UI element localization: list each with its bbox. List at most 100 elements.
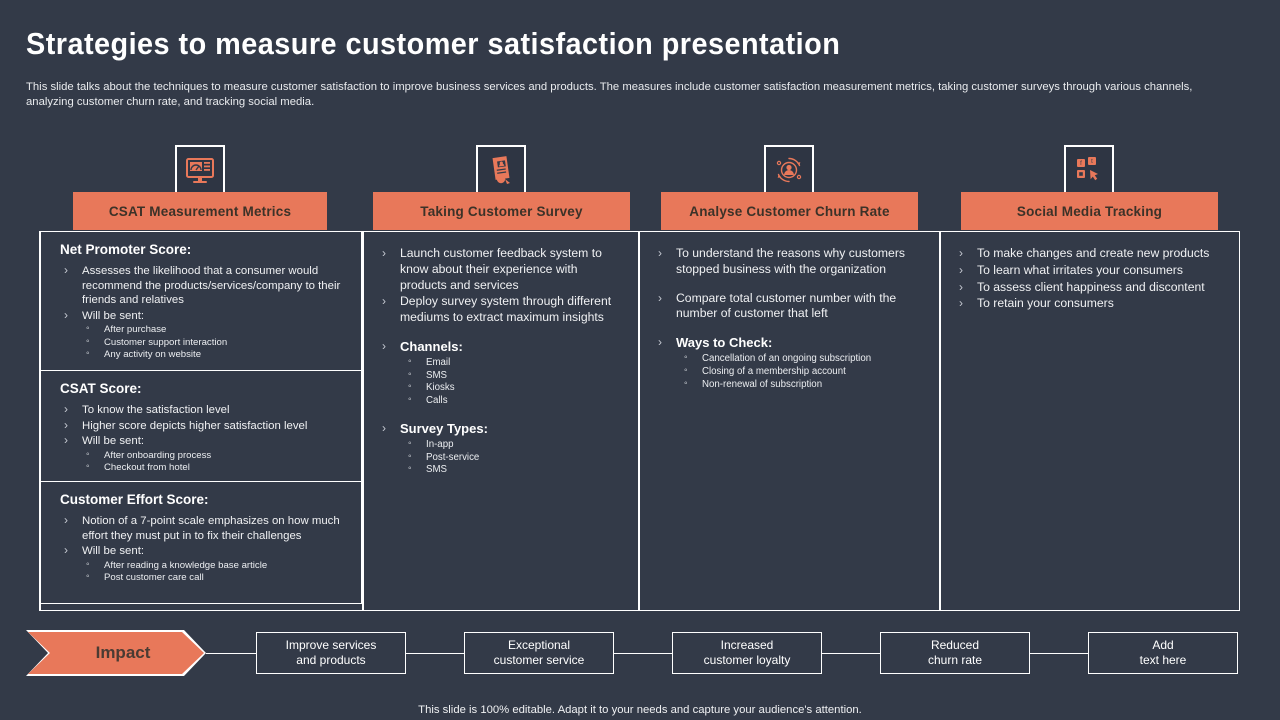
impact-arrow: Impact (26, 630, 206, 676)
column-header-label: CSAT Measurement Metrics (108, 203, 292, 219)
footer-note: This slide is 100% editable. Adapt it to… (418, 704, 862, 716)
bullet-group: To make changes and create new products … (953, 246, 1226, 312)
list-item: To know the satisfaction level (60, 402, 353, 418)
dashboard-monitor-icon (184, 154, 216, 186)
column-header-social[interactable]: Social Media Tracking (961, 192, 1218, 230)
impact-item-line1: Improve services (285, 637, 377, 652)
subsection-title: Channels: (400, 338, 463, 354)
list-item: Customer support interaction (82, 336, 353, 349)
column-header-csat[interactable]: CSAT Measurement Metrics (73, 192, 327, 230)
list-item: After reading a knowledge base article (82, 559, 353, 572)
grid-divider (638, 232, 640, 610)
section-net-promoter-score: Net Promoter Score: Assesses the likelih… (39, 232, 362, 371)
list-item: Any activity on website (82, 348, 353, 361)
section-title: Customer Effort Score: (60, 492, 209, 507)
bullet-group: Survey Types: In-app Post-service SMS (376, 421, 626, 477)
impact-item-line2: text here (1139, 653, 1187, 667)
column-churn: To understand the reasons why customers … (638, 232, 939, 612)
icon-tile-social: f t (1064, 145, 1114, 195)
impact-item-3[interactable]: Increased customer loyalty (672, 632, 822, 674)
column-social: To make changes and create new products … (939, 232, 1238, 612)
list-item: In-app (400, 438, 626, 452)
list-item: To understand the reasons why customers … (652, 246, 927, 278)
bullet-group: Launch customer feedback system to know … (376, 246, 626, 326)
grid-divider (362, 232, 364, 610)
column-header-survey[interactable]: Taking Customer Survey (373, 192, 630, 230)
impact-connector (406, 653, 464, 655)
page-subtitle: This slide talks about the techniques to… (26, 81, 1193, 108)
bullet-group: Ways to Check: Cancellation of an ongoin… (652, 335, 927, 391)
list-item: After purchase (82, 323, 353, 336)
content-grid: Net Promoter Score: Assesses the likelih… (39, 231, 1240, 611)
subsection-title: Survey Types: (400, 420, 488, 436)
section-title: Net Promoter Score: (60, 242, 192, 257)
list-item: Checkout from hotel (82, 461, 353, 474)
list-item: SMS (400, 369, 626, 383)
page-title: Strategies to measure customer satisfact… (26, 26, 841, 61)
impact-connector (822, 653, 880, 655)
list-item: Deploy survey system through different m… (376, 294, 626, 326)
section-customer-effort-score: Customer Effort Score: Notion of a 7-poi… (39, 482, 362, 604)
list-item: After onboarding process (82, 449, 353, 462)
impact-label: Impact (95, 643, 151, 662)
list-item: SMS (400, 463, 626, 477)
impact-item-4[interactable]: Reduced churn rate (880, 632, 1030, 674)
list-item: Email (400, 356, 626, 370)
column-survey: Launch customer feedback system to know … (362, 232, 638, 612)
column-csat: Net Promoter Score: Assesses the likelih… (39, 232, 362, 612)
svg-text:t: t (1091, 159, 1093, 165)
impact-item-line2: churn rate (927, 653, 983, 667)
bullet-group: Channels: Email SMS Kiosks Calls (376, 339, 626, 408)
list-item: Notion of a 7-point scale emphasizes on … (60, 513, 353, 543)
impact-item-line2: customer service (493, 653, 585, 667)
icon-tile-survey (476, 145, 526, 195)
list-item: Will be sent: After purchase Customer su… (60, 308, 353, 361)
bullet-group: Compare total customer number with the n… (652, 291, 927, 323)
column-header-label: Taking Customer Survey (420, 203, 583, 219)
section-csat-score: CSAT Score: To know the satisfaction lev… (39, 371, 362, 482)
column-header-label: Social Media Tracking (1016, 203, 1163, 219)
list-item: Post customer care call (82, 571, 353, 584)
customer-churn-icon (773, 154, 805, 186)
list-item: Non-renewal of subscription (676, 378, 927, 392)
impact-item-1[interactable]: Improve services and products (256, 632, 406, 674)
list-item: To retain your consumers (953, 296, 1226, 312)
impact-connector (614, 653, 672, 655)
list-item: To assess client happiness and disconten… (953, 280, 1226, 296)
list-item: Assesses the likelihood that a consumer … (60, 263, 353, 308)
icon-tile-csat (175, 145, 225, 195)
list-item: Calls (400, 394, 626, 408)
survey-document-icon (485, 154, 517, 186)
list-item: Will be sent: After onboarding process C… (60, 433, 353, 474)
list-item: Survey Types: In-app Post-service SMS (376, 421, 626, 477)
impact-item-line2: and products (296, 653, 366, 667)
list-item: Launch customer feedback system to know … (376, 246, 626, 293)
impact-item-5[interactable]: Add text here (1088, 632, 1238, 674)
bullet-group: To understand the reasons why customers … (652, 246, 927, 278)
column-header-churn[interactable]: Analyse Customer Churn Rate (661, 192, 918, 230)
impact-item-line1: Reduced (930, 637, 980, 652)
impact-item-2[interactable]: Exceptional customer service (464, 632, 614, 674)
list-item: Cancellation of an ongoing subscription (676, 352, 927, 366)
list-item: To learn what irritates your consumers (953, 263, 1226, 279)
grid-divider (939, 232, 941, 610)
svg-text:f: f (1080, 161, 1082, 167)
impact-item-line1: Exceptional (507, 637, 571, 652)
list-item: Kiosks (400, 381, 626, 395)
impact-item-line1: Add (1152, 637, 1174, 652)
impact-item-line1: Increased (720, 637, 774, 652)
list-item: To make changes and create new products (953, 246, 1226, 262)
impact-arrow-fill: Impact (28, 632, 204, 674)
impact-item-line2: customer loyalty (703, 653, 791, 667)
list-item: Will be sent: After reading a knowledge … (60, 543, 353, 584)
subsection-title: Ways to Check: (676, 335, 773, 351)
icon-tile-churn (764, 145, 814, 195)
list-item: Closing of a membership account (676, 365, 927, 379)
impact-connector (206, 653, 256, 655)
list-item: Higher score depicts higher satisfaction… (60, 418, 353, 434)
section-title: CSAT Score: (60, 381, 142, 396)
grid-divider (1238, 232, 1240, 610)
column-header-label: Analyse Customer Churn Rate (689, 203, 890, 219)
list-item: Post-service (400, 451, 626, 465)
